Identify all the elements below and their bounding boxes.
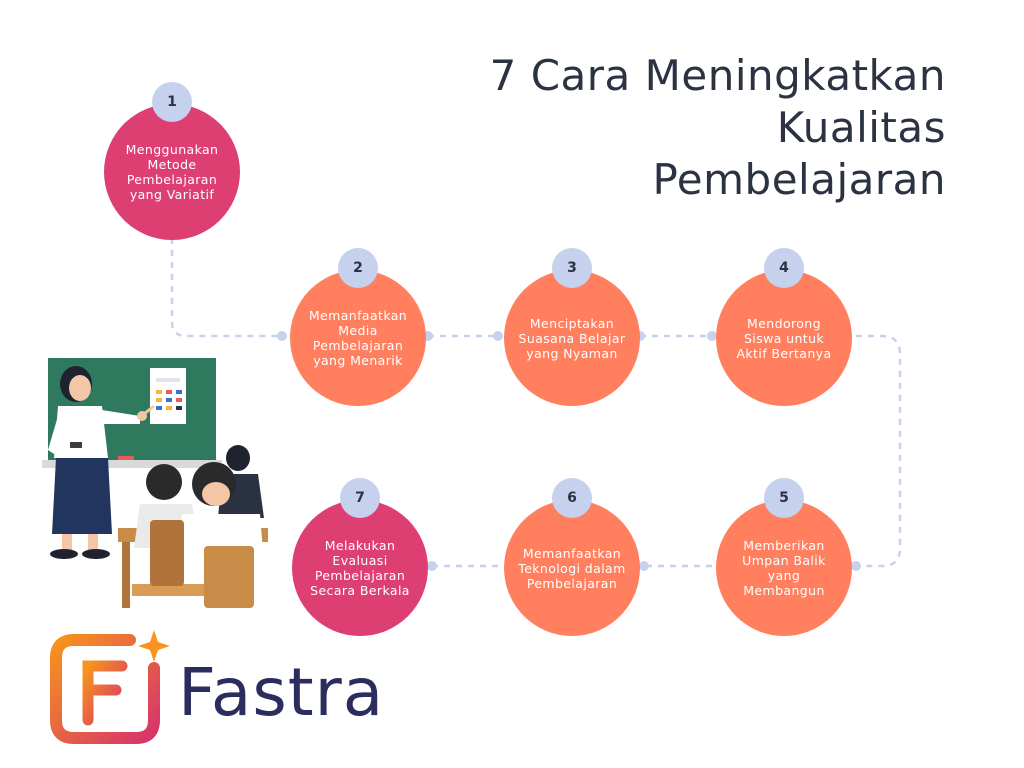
step-5-text: Memberikan Umpan Balik yang Membangun [742, 538, 826, 598]
step-4-text: Mendorong Siswa untuk Aktif Bertanya [736, 315, 832, 361]
step-1-circle: Menggunakan Metode Pembelajaran yang Var… [104, 104, 240, 240]
connector-dot [851, 561, 861, 571]
step-3-text: Menciptakan Suasana Belajar yang Nyaman [518, 315, 626, 361]
step-2-badge: 2 [338, 248, 378, 288]
step-7-circle: Melakukan Evaluasi Pembelajaran Secara B… [292, 500, 428, 636]
title-line-3: Pembelajaran [652, 155, 946, 204]
step-4: Mendorong Siswa untuk Aktif Bertanya 4 [716, 248, 856, 410]
fastra-logo-icon [50, 630, 170, 744]
step-7: Melakukan Evaluasi Pembelajaran Secara B… [292, 478, 432, 640]
step-2: Memanfaatkan Media Pembelajaran yang Men… [290, 248, 430, 410]
step-3-circle: Menciptakan Suasana Belajar yang Nyaman [504, 270, 640, 406]
step-3-badge: 3 [552, 248, 592, 288]
page-title: 7 Cara Meningkatkan Kualitas Pembelajara… [426, 50, 946, 206]
step-3: Menciptakan Suasana Belajar yang Nyaman … [504, 248, 644, 410]
step-5-badge: 5 [764, 478, 804, 518]
connector-4-5 [856, 334, 902, 568]
brand-name: Fastra [178, 654, 385, 731]
step-6-text: Memanfaatkan Teknologi dalam Pembelajara… [518, 545, 626, 591]
connector-dot [707, 331, 717, 341]
step-5-circle: Memberikan Umpan Balik yang Membangun [716, 500, 852, 636]
classroom-illustration [42, 358, 268, 608]
connector-dot [493, 331, 503, 341]
step-2-circle: Memanfaatkan Media Pembelajaran yang Men… [290, 270, 426, 406]
connector-dot [427, 561, 437, 571]
step-4-badge: 4 [764, 248, 804, 288]
step-6-badge: 6 [552, 478, 592, 518]
step-6-circle: Memanfaatkan Teknologi dalam Pembelajara… [504, 500, 640, 636]
step-1-badge: 1 [152, 82, 192, 122]
step-5: Memberikan Umpan Balik yang Membangun 5 [716, 478, 856, 640]
step-1-text: Menggunakan Metode Pembelajaran yang Var… [125, 142, 219, 202]
step-2-text: Memanfaatkan Media Pembelajaran yang Men… [308, 308, 408, 368]
step-6: Memanfaatkan Teknologi dalam Pembelajara… [504, 478, 644, 640]
step-7-badge: 7 [340, 478, 380, 518]
step-1: Menggunakan Metode Pembelajaran yang Var… [104, 82, 244, 244]
title-line-1: 7 Cara Meningkatkan [489, 51, 946, 100]
title-line-2: Kualitas [776, 103, 946, 152]
connector-dot [277, 331, 287, 341]
step-4-circle: Mendorong Siswa untuk Aktif Bertanya [716, 270, 852, 406]
step-7-text: Melakukan Evaluasi Pembelajaran Secara B… [310, 538, 410, 598]
connector-1-2 [170, 238, 282, 338]
connector-dot [639, 561, 649, 571]
